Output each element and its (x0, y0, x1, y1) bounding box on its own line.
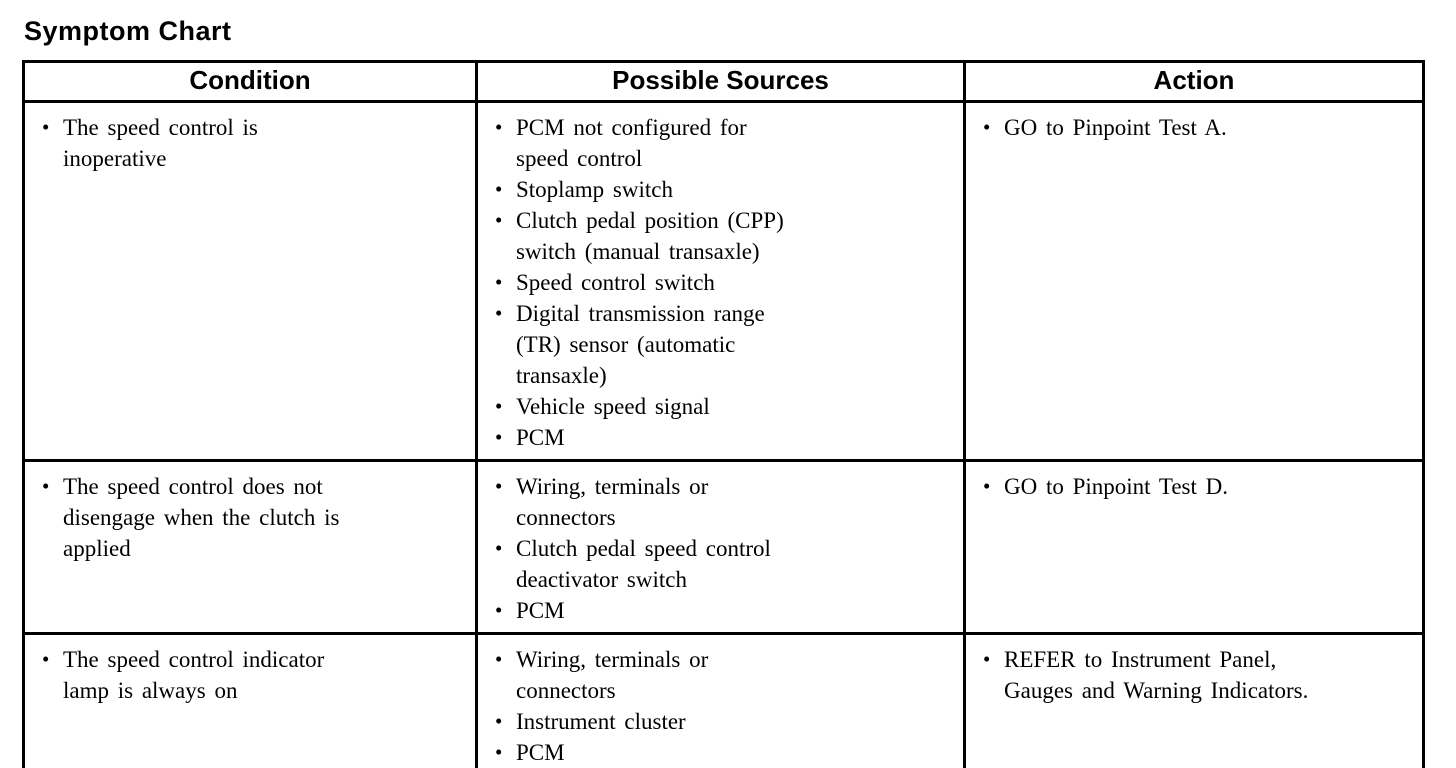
source-text: PCM (516, 425, 565, 450)
table-row: • The speed control does not disengage wh… (22, 459, 1425, 635)
condition-cell: • The speed control does not disengage wh… (22, 459, 478, 635)
table-row: • The speed control is inoperative • PCM n… (22, 100, 1425, 462)
list-item: • Wiring, terminals or connectors (478, 471, 955, 533)
list-item: • Speed control switch (478, 267, 955, 298)
source-text: Digital transmission range (TR) sensor (… (516, 301, 765, 388)
bullet-icon: • (42, 115, 50, 139)
source-text: Speed control switch (516, 270, 715, 295)
bullet-icon: • (495, 301, 503, 325)
list-item: • GO to Pinpoint Test D. (966, 471, 1414, 502)
source-text: Vehicle speed signal (516, 394, 710, 419)
source-text: PCM not configured for speed control (516, 115, 747, 171)
list-item: • Clutch pedal position (CPP) switch (man… (478, 205, 955, 267)
table-header-row: Condition Possible Sources Action (22, 60, 1425, 103)
bullet-icon: • (495, 177, 503, 201)
list-item: • Stoplamp switch (478, 174, 955, 205)
list-item: • The speed control is inoperative (25, 112, 467, 174)
source-text: Clutch pedal speed control deactivator s… (516, 536, 771, 592)
list-item: • Digital transmission range (TR) sensor … (478, 298, 955, 391)
bullet-icon: • (495, 394, 503, 418)
bullet-icon: • (495, 647, 503, 671)
list-item: • Instrument cluster (478, 706, 955, 737)
bullet-icon: • (983, 474, 991, 498)
bullet-icon: • (983, 115, 991, 139)
condition-text: The speed control does not disengage whe… (63, 474, 340, 561)
list-item: • Clutch pedal speed control deactivator … (478, 533, 955, 595)
symptom-chart-table: Condition Possible Sources Action • The s… (22, 60, 1425, 768)
sources-cell: • PCM not configured for speed control • S… (475, 100, 966, 462)
action-text: GO to Pinpoint Test A. (1004, 115, 1227, 140)
condition-cell: • The speed control indicator lamp is alw… (22, 632, 478, 768)
list-item: • PCM (478, 422, 955, 453)
list-item: • The speed control does not disengage wh… (25, 471, 467, 564)
bullet-icon: • (495, 536, 503, 560)
bullet-icon: • (495, 598, 503, 622)
bullet-icon: • (495, 208, 503, 232)
list-item: • Wiring, terminals or connectors (478, 644, 955, 706)
sources-cell: • Wiring, terminals or connectors • Clutch… (475, 459, 966, 635)
condition-cell: • The speed control is inoperative (22, 100, 478, 462)
column-header-possible-sources: Possible Sources (475, 60, 966, 103)
bullet-icon: • (42, 474, 50, 498)
action-text: REFER to Instrument Panel, Gauges and Wa… (1004, 647, 1309, 703)
bullet-icon: • (495, 474, 503, 498)
list-item: • Vehicle speed signal (478, 391, 955, 422)
source-text: Stoplamp switch (516, 177, 673, 202)
bullet-icon: • (495, 115, 503, 139)
bullet-icon: • (495, 425, 503, 449)
condition-text: The speed control is inoperative (63, 115, 258, 171)
bullet-icon: • (495, 740, 503, 764)
action-text: GO to Pinpoint Test D. (1004, 474, 1229, 499)
bullet-icon: • (42, 647, 50, 671)
list-item: • PCM (478, 595, 955, 626)
bullet-icon: • (495, 270, 503, 294)
action-cell: • REFER to Instrument Panel, Gauges and W… (963, 632, 1425, 768)
list-item: • REFER to Instrument Panel, Gauges and W… (966, 644, 1414, 706)
source-text: Wiring, terminals or connectors (516, 474, 709, 530)
bullet-icon: • (983, 647, 991, 671)
source-text: PCM (516, 740, 565, 765)
source-text: Wiring, terminals or connectors (516, 647, 709, 703)
column-header-condition: Condition (22, 60, 478, 103)
list-item: • PCM not configured for speed control (478, 112, 955, 174)
action-cell: • GO to Pinpoint Test A. (963, 100, 1425, 462)
page-title: Symptom Chart (24, 16, 232, 46)
column-header-action: Action (963, 60, 1425, 103)
source-text: Clutch pedal position (CPP) switch (manu… (516, 208, 784, 264)
source-text: Instrument cluster (516, 709, 686, 734)
list-item: • PCM (478, 737, 955, 768)
condition-text: The speed control indicator lamp is alwa… (63, 647, 325, 703)
table-row: • The speed control indicator lamp is alw… (22, 632, 1425, 768)
list-item: • The speed control indicator lamp is alw… (25, 644, 467, 706)
sources-cell: • Wiring, terminals or connectors • Instru… (475, 632, 966, 768)
list-item: • GO to Pinpoint Test A. (966, 112, 1414, 143)
source-text: PCM (516, 598, 565, 623)
bullet-icon: • (495, 709, 503, 733)
action-cell: • GO to Pinpoint Test D. (963, 459, 1425, 635)
